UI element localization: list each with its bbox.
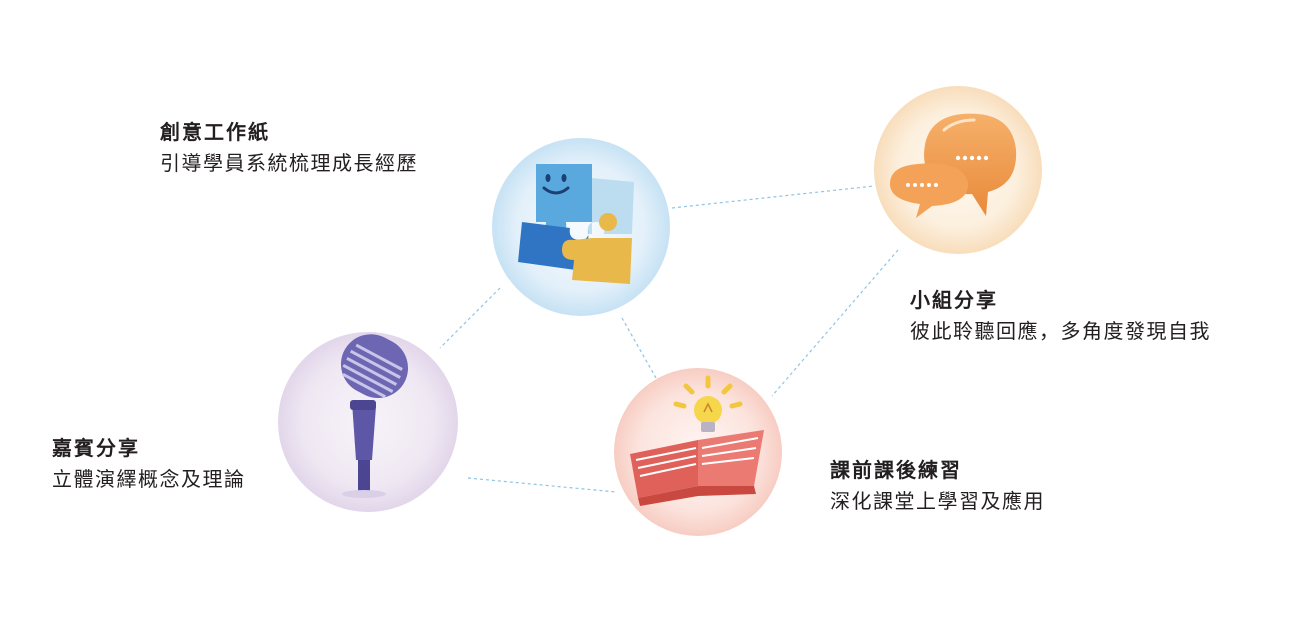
label-worksheet: 創意工作紙 引導學員系統梳理成長經歷 (160, 118, 418, 178)
group-desc: 彼此聆聽回應，多角度發現自我 (910, 319, 1211, 343)
label-practice: 課前課後練習 深化課堂上學習及應用 (830, 456, 1045, 516)
node-practice (614, 368, 782, 536)
puzzle-smile-icon (492, 138, 670, 316)
connector-worksheet-guest (439, 287, 501, 349)
connector-worksheet-group (671, 185, 875, 209)
group-title: 小組分享 (910, 288, 998, 312)
guest-desc: 立體演繹概念及理論 (52, 467, 246, 491)
connector-group-practice (771, 249, 899, 397)
practice-title: 課前課後練習 (830, 458, 962, 482)
connector-guest-practice (467, 477, 617, 493)
node-guest (278, 332, 458, 512)
worksheet-title: 創意工作紙 (160, 120, 270, 144)
node-worksheet (492, 138, 670, 316)
label-group: 小組分享 彼此聆聽回應，多角度發現自我 (910, 286, 1211, 346)
guest-title: 嘉賓分享 (52, 436, 140, 460)
practice-desc: 深化課堂上學習及應用 (830, 489, 1045, 513)
book-lightbulb-icon (614, 368, 782, 536)
worksheet-desc: 引導學員系統梳理成長經歷 (160, 151, 418, 175)
speech-bubbles-icon (874, 86, 1042, 254)
label-guest: 嘉賓分享 立體演繹概念及理論 (52, 434, 246, 494)
node-group (874, 86, 1042, 254)
microphone-icon (278, 332, 458, 512)
